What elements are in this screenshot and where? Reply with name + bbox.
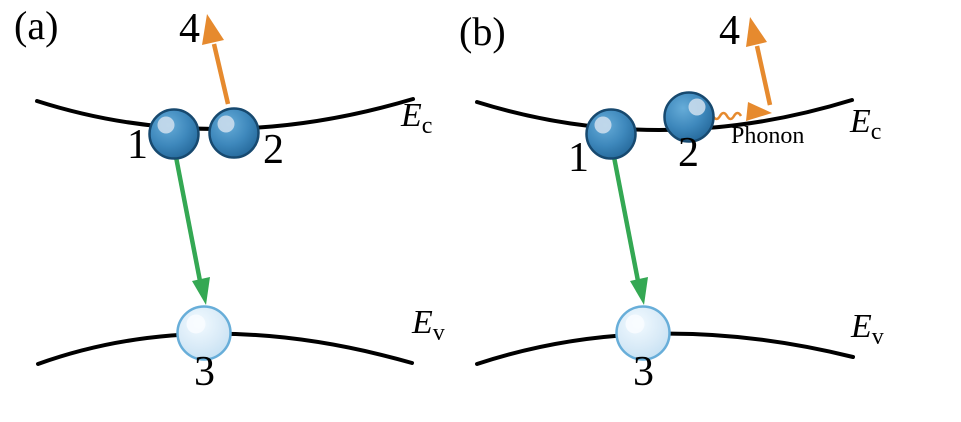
electron-2-label-b: 2: [678, 130, 699, 176]
phonon-label: Phonon: [731, 123, 805, 149]
recombination-arrow-head-b: [630, 277, 648, 305]
excitation-arrow-head-a: [202, 14, 224, 45]
panel-b-label: (b): [459, 9, 506, 54]
electron-2-a-highlight: [217, 115, 235, 133]
recombination-arrow-shaft-b: [611, 156, 641, 282]
electron-2-label-a: 2: [263, 127, 284, 173]
excitation-arrow-head-b: [746, 17, 767, 47]
conduction-band-label-a: Ec: [401, 97, 433, 139]
electron-1-b: [585, 108, 637, 160]
band-symbol: E: [850, 103, 871, 140]
recombination-arrow-shaft-a: [173, 156, 203, 282]
band-symbol: E: [851, 308, 872, 345]
band-subscript: v: [871, 324, 884, 350]
electron-1-a-highlight: [157, 116, 175, 134]
valence-band-label-b: Ev: [851, 308, 884, 350]
electron-1-label-a: 1: [127, 122, 148, 168]
band-symbol: E: [401, 97, 422, 134]
excited-electron-4-label-a: 4: [179, 6, 200, 52]
excited-electron-4-label-b: 4: [719, 8, 740, 54]
band-symbol: E: [412, 304, 433, 341]
valence-band-label-a: Ev: [412, 304, 445, 346]
excitation-arrow-shaft-b: [754, 45, 773, 106]
recombination-arrow-head-a: [192, 277, 210, 305]
electron-1-a: [148, 108, 200, 160]
band-subscript: c: [870, 119, 882, 145]
panel-a: [35, 14, 415, 366]
electron-2-a: [208, 107, 260, 159]
hole-3-b-highlight: [625, 314, 645, 334]
conduction-band-label-b: Ec: [850, 103, 882, 145]
electron-1-b-highlight: [594, 116, 612, 134]
conduction-band-curve-b: [475, 98, 854, 132]
panel-b: [475, 17, 855, 366]
panel-a-label: (a): [14, 3, 59, 48]
excitation-arrow-shaft-a: [211, 43, 231, 105]
electron-1-label-b: 1: [568, 135, 589, 181]
band-subscript: v: [432, 320, 445, 346]
phonon-arrow-head: [746, 102, 772, 121]
hole-3-label-a: 3: [194, 349, 215, 395]
hole-3-a-highlight: [186, 314, 206, 334]
electron-2-b-highlight: [688, 98, 706, 116]
hole-3-label-b: 3: [633, 349, 654, 395]
band-subscript: c: [421, 113, 433, 139]
